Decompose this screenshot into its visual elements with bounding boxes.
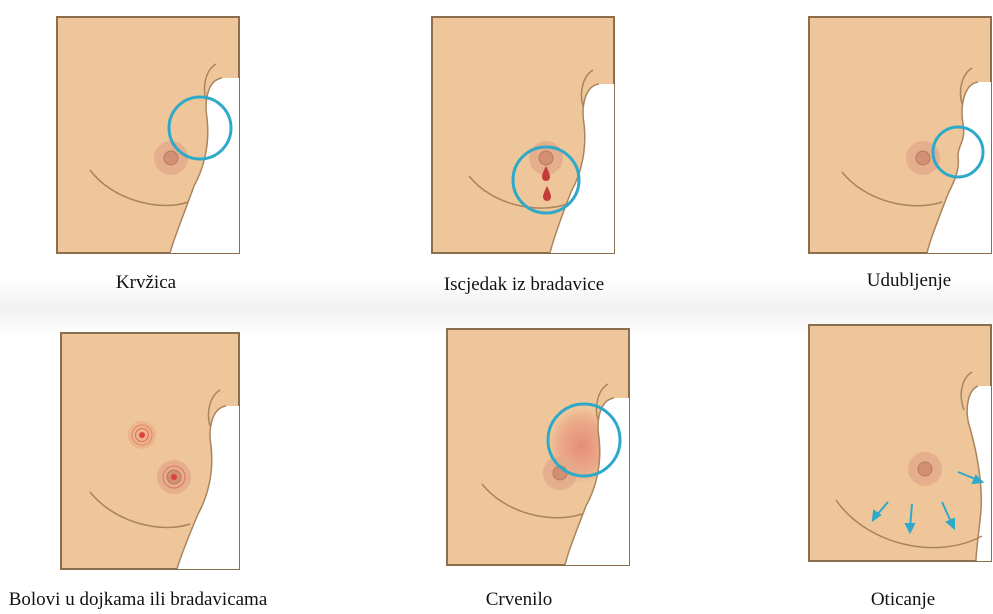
redness-illustration xyxy=(446,328,630,566)
caption-dimpling: Udubljenje xyxy=(867,270,951,292)
caption-lump: Krvžica xyxy=(116,272,176,294)
lump-illustration xyxy=(56,16,240,254)
swelling-illustration xyxy=(808,324,992,562)
caption-discharge: Iscjedak iz bradavice xyxy=(444,274,604,296)
caption-swelling: Oticanje xyxy=(871,589,935,611)
caption-redness: Crvenilo xyxy=(486,589,553,611)
panel-discharge xyxy=(431,16,615,254)
discharge-illustration xyxy=(431,16,615,254)
panel-dimpling xyxy=(808,16,992,254)
caption-pain: Bolovi u dojkama ili bradavicama xyxy=(9,589,268,611)
dimpling-illustration xyxy=(808,16,992,254)
panel-pain xyxy=(60,332,240,570)
pain-illustration xyxy=(60,332,240,570)
panel-lump xyxy=(56,16,240,254)
panel-redness xyxy=(446,328,630,566)
panel-swelling xyxy=(808,324,992,562)
